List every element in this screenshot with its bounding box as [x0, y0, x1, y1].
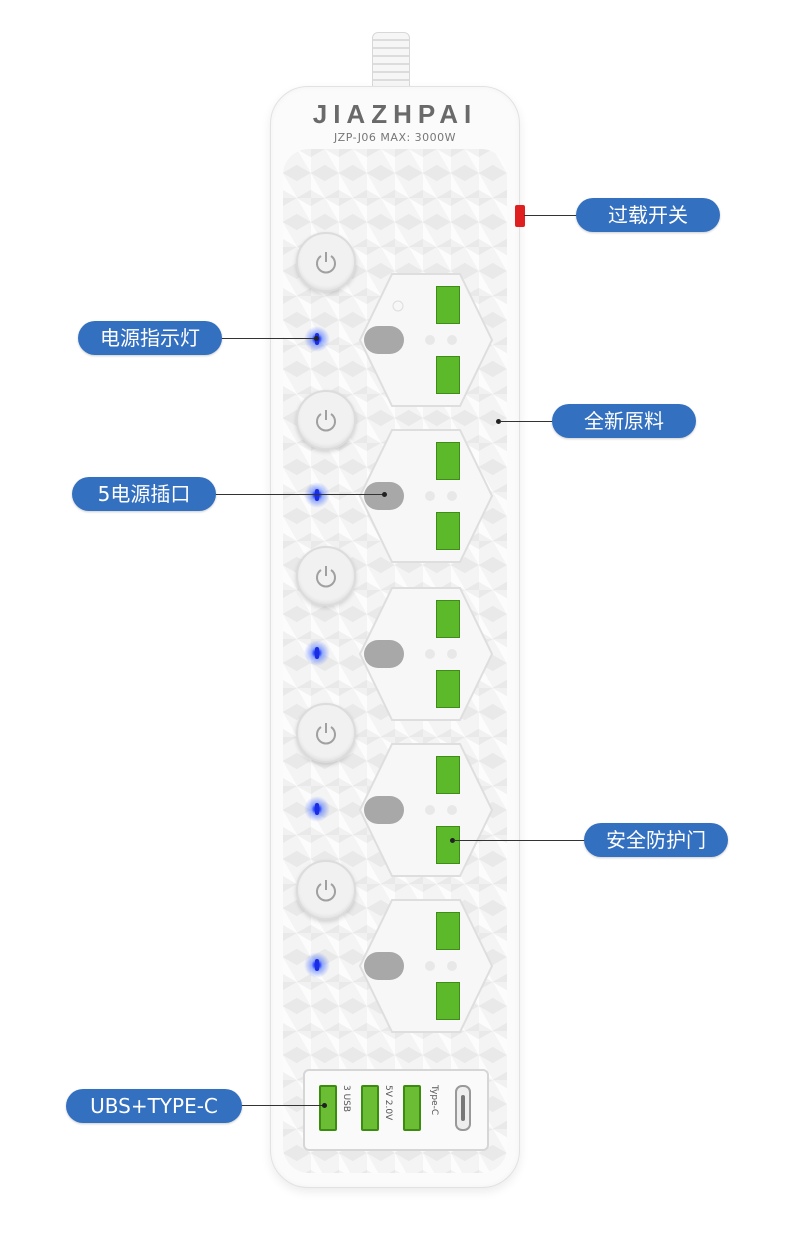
power-button-3[interactable] [296, 546, 356, 606]
callout-line [240, 1105, 324, 1106]
callout-dot [322, 1103, 327, 1108]
callout-line [524, 215, 578, 216]
usb-port-1[interactable] [319, 1085, 337, 1131]
callout-usb-typec: UBS+TYPE-C [66, 1089, 242, 1123]
power-icon [316, 566, 336, 588]
shutter-live [436, 442, 460, 480]
shutter-live [436, 756, 460, 794]
usb-port-3[interactable] [403, 1085, 421, 1131]
callout-five-sockets: 5电源插口 [72, 477, 216, 511]
usb-port-2[interactable] [361, 1085, 379, 1131]
callout-overload-switch: 过载开关 [576, 198, 720, 232]
callout-dot [382, 492, 387, 497]
overload-switch[interactable] [515, 205, 525, 227]
earth-slot [364, 796, 408, 824]
callout-line [220, 338, 316, 339]
shutter-live [436, 600, 460, 638]
brand-logo: JIAZHPAI [312, 99, 478, 129]
callout-dot [450, 838, 455, 843]
callout-dot [496, 419, 501, 424]
outlet-1[interactable] [358, 270, 494, 410]
model-label: JZP-J06 MAX: 3000W [333, 131, 457, 144]
callout-dot [314, 336, 319, 341]
power-indicator-led-3 [304, 640, 330, 666]
earth-slot [364, 952, 408, 980]
shutter-neutral [436, 826, 460, 864]
power-icon [316, 252, 336, 274]
power-icon [316, 410, 336, 432]
power-indicator-led-5 [304, 952, 330, 978]
earth-slot [364, 640, 408, 668]
outlet-3[interactable] [358, 584, 494, 724]
shutter-live [436, 286, 460, 324]
power-indicator-led-4 [304, 796, 330, 822]
outlet-5[interactable] [358, 896, 494, 1036]
power-button-2[interactable] [296, 390, 356, 450]
power-button-4[interactable] [296, 703, 356, 763]
callout-safety-shutter: 安全防护门 [584, 823, 728, 857]
usb-count-label: 3 USB [341, 1085, 351, 1113]
typec-label: Type-C [429, 1085, 439, 1116]
callout-power-indicator: 电源指示灯 [78, 321, 222, 355]
power-button-1[interactable] [296, 232, 356, 292]
callout-line [500, 421, 554, 422]
usb-output-label: 5V 2.0V [383, 1085, 393, 1121]
usb-module: 3 USB 5V 2.0V Type-C [303, 1069, 489, 1151]
power-button-5[interactable] [296, 860, 356, 920]
callout-new-material: 全新原料 [552, 404, 696, 438]
shutter-neutral [436, 670, 460, 708]
shutter-live [436, 912, 460, 950]
outlet-4[interactable] [358, 740, 494, 880]
power-icon [316, 723, 336, 745]
shutter-neutral [436, 982, 460, 1020]
power-indicator-led-2 [304, 482, 330, 508]
callout-line [214, 494, 384, 495]
typec-port[interactable] [455, 1085, 471, 1131]
shutter-neutral [436, 356, 460, 394]
power-icon [316, 880, 336, 902]
shutter-neutral [436, 512, 460, 550]
callout-line [454, 840, 586, 841]
earth-slot [364, 326, 408, 354]
outlet-2[interactable] [358, 426, 494, 566]
